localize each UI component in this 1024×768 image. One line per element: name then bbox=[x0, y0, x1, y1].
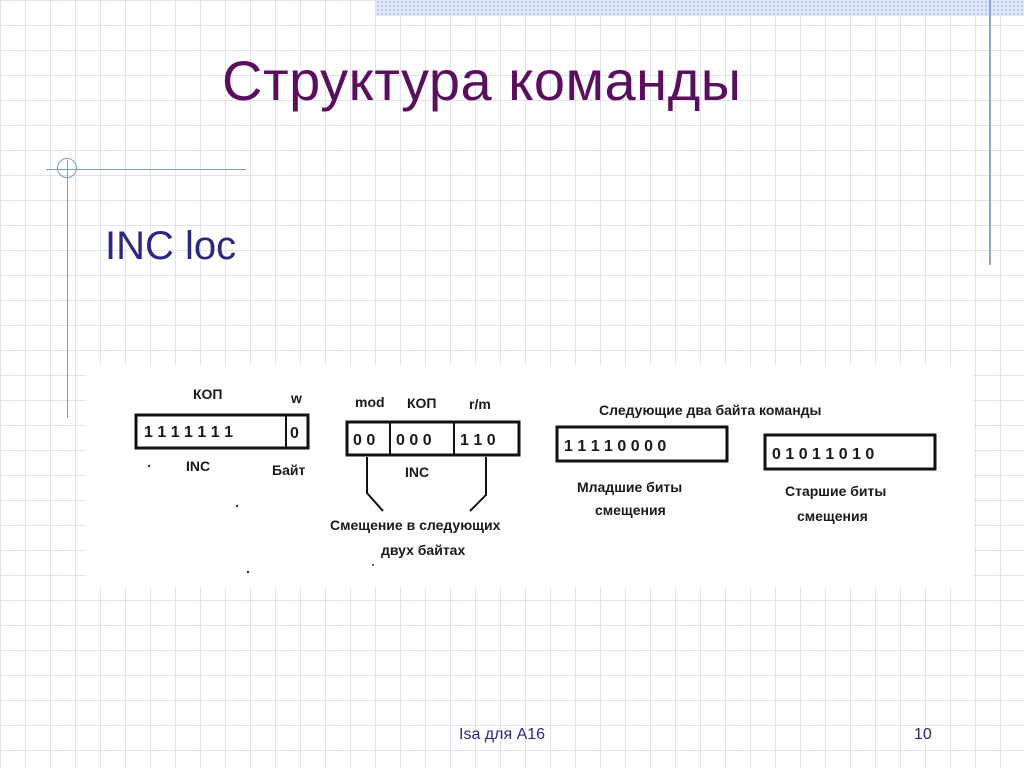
byte2-inc-label: INC bbox=[405, 464, 429, 480]
scan-speck bbox=[372, 564, 374, 566]
byte4-caption-line1: Старшие биты bbox=[785, 483, 886, 499]
byte1-byte-label: Байт bbox=[272, 462, 305, 478]
byte2-box bbox=[345, 420, 521, 457]
byte2-rm-label: r/m bbox=[469, 396, 491, 412]
byte3-caption-line1: Младшие биты bbox=[577, 479, 682, 495]
scan-speck bbox=[147, 464, 151, 468]
byte2-kop-bits: 0 0 0 bbox=[396, 432, 432, 449]
byte2-offset-line2: двух байтах bbox=[381, 542, 465, 558]
bullet-text: INC loc bbox=[105, 224, 237, 268]
byte4-caption-line2: смещения bbox=[797, 508, 868, 524]
scan-speck bbox=[246, 570, 250, 574]
byte4-box bbox=[763, 433, 937, 471]
scan-speck bbox=[235, 504, 239, 508]
page-number: 10 bbox=[914, 726, 932, 743]
byte3-caption-line2: смещения bbox=[595, 502, 666, 518]
byte2-offset-line1: Смещение в следующих bbox=[330, 517, 501, 533]
byte1-w-bit: 0 bbox=[290, 425, 299, 442]
byte1-kop-label: КОП bbox=[193, 386, 223, 402]
byte2-rm-bits: 1 1 0 bbox=[460, 432, 496, 449]
top-decorative-band bbox=[376, 0, 1024, 16]
byte2-bracket-left bbox=[366, 457, 384, 512]
byte1-bits: 1 1 1 1 1 1 1 bbox=[144, 424, 233, 441]
byte3-box bbox=[555, 425, 729, 463]
byte4-bits: 0 1 0 1 1 0 1 0 bbox=[772, 446, 874, 463]
byte2-mod-bits: 0 0 bbox=[353, 432, 375, 449]
slide-title: Структура команды bbox=[222, 49, 742, 112]
byte1-w-label: w bbox=[290, 390, 302, 406]
decorative-horizontal-line bbox=[46, 169, 246, 170]
byte1-box bbox=[134, 413, 310, 450]
footer-text: Isa для A16 bbox=[459, 726, 546, 743]
next-bytes-label: Следующие два байта команды bbox=[599, 402, 822, 418]
byte2-kop-label: КОП bbox=[407, 395, 437, 411]
right-decorative-line bbox=[989, 0, 991, 265]
instruction-format-figure: КОП w 1 1 1 1 1 1 1 0 INC Байт mod КОП r… bbox=[85, 365, 973, 588]
byte2-bracket-right bbox=[469, 457, 487, 512]
instruction-format-diagram: КОП w 1 1 1 1 1 1 1 0 INC Байт mod КОП r… bbox=[134, 386, 937, 574]
decorative-ring bbox=[57, 158, 77, 178]
byte3-bits: 1 1 1 1 0 0 0 0 bbox=[564, 438, 666, 455]
byte1-inc-label: INC bbox=[186, 458, 210, 474]
byte2-mod-label: mod bbox=[355, 394, 385, 410]
decorative-vertical-line bbox=[67, 160, 68, 418]
